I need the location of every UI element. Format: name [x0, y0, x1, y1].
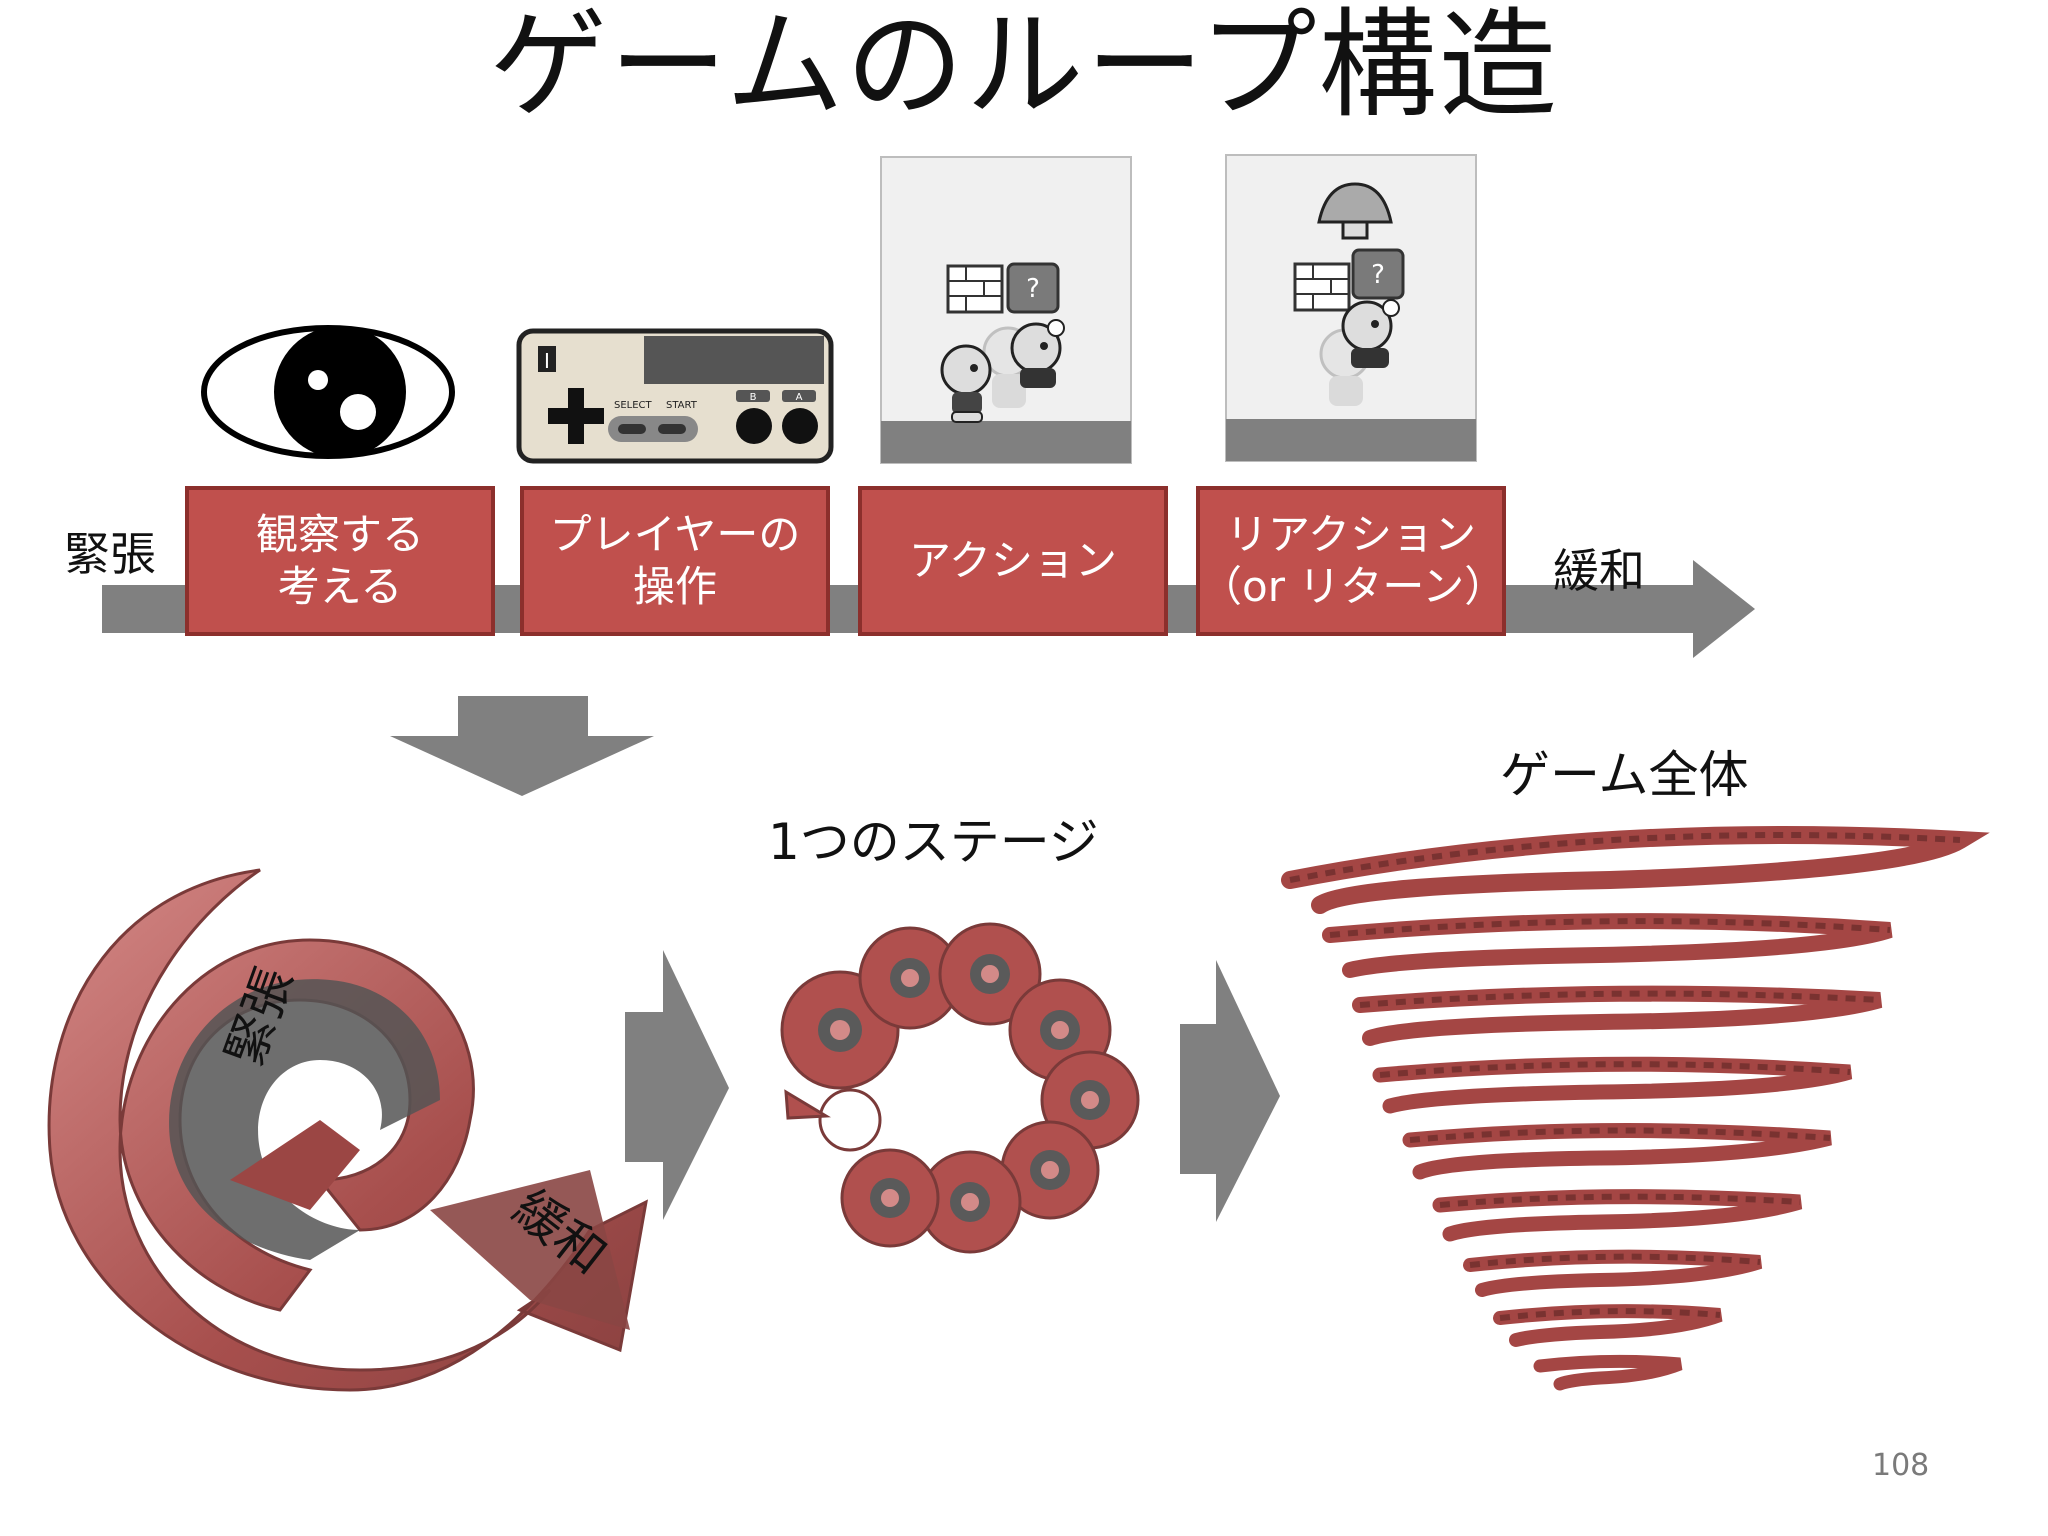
down-arrow [390, 696, 654, 796]
action-scene-icon: ? [880, 156, 1132, 464]
step-label-line2: 操作 [632, 562, 717, 611]
question-mark: ? [1371, 260, 1385, 290]
timeline-start-label: 緊張 [64, 527, 156, 581]
page-number: 108 [1872, 1448, 1930, 1483]
controller-start-text: START [666, 400, 698, 411]
brick-block [946, 264, 1004, 314]
step-action-box: アクション [858, 486, 1168, 636]
character-jumping [1010, 319, 1065, 388]
controller-select-text: SELECT [614, 400, 653, 411]
eye-icon [201, 325, 455, 459]
step-label-line1: リアクション [1226, 510, 1476, 559]
question-mark: ? [1026, 274, 1040, 304]
whole-game-label: ゲーム全体 [1500, 746, 1749, 804]
step-operate-box: プレイヤーの 操作 [520, 486, 830, 636]
brick-block [1293, 262, 1351, 312]
stage-spirals [780, 922, 1140, 1254]
controller-a-text: A [796, 392, 803, 403]
step-label-line2: 考える [277, 562, 403, 611]
stage-label: 1つのステージ [768, 813, 1099, 871]
step-label-line1: プレイヤーの [549, 510, 801, 559]
character-jumping [1341, 299, 1400, 368]
right-arrow-1 [625, 950, 729, 1220]
timeline-end-label: 緩和 [1553, 544, 1645, 598]
page-title: ゲームのループ構造 [489, 0, 1559, 134]
controller-b-text: B [750, 392, 757, 403]
tension-relief-spiral [47, 868, 648, 1392]
controller-player-text: I [544, 349, 550, 373]
right-arrow-2 [1180, 960, 1280, 1222]
character-standing [940, 344, 992, 423]
step-observe-box: 観察する 考える [185, 486, 495, 636]
controller-icon: I SELECT START B A [516, 328, 834, 464]
step-reaction-box: リアクション （or リターン） [1196, 486, 1506, 636]
mushroom-item [1317, 182, 1393, 240]
step-label-line1: アクション [909, 536, 1117, 585]
step-label-line1: 観察する [255, 510, 424, 559]
reaction-scene-icon: ? [1225, 154, 1477, 462]
whole-game-cone-spiral [1281, 826, 1990, 1391]
step-label-line2: （or リターン） [1200, 562, 1507, 611]
